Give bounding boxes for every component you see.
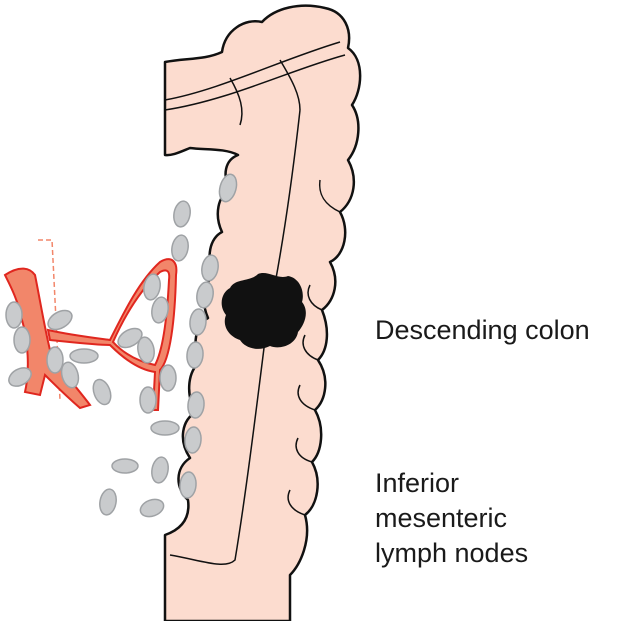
lymph-node: [47, 309, 73, 331]
lymph-node: [159, 364, 177, 392]
lymph-node: [171, 234, 189, 262]
inferior-mesenteric-artery: [3, 239, 178, 411]
lymph-node: [187, 391, 205, 419]
lymph-node: [143, 273, 161, 301]
lymph-node: [111, 458, 139, 474]
label-lymph-nodes-line-1: Inferior: [375, 468, 460, 498]
label-lymph-nodes-line-3: lymph nodes: [375, 538, 529, 568]
lymph-node: [60, 361, 80, 389]
lymph-node: [139, 498, 165, 518]
lymph-node: [92, 378, 112, 406]
lymph-node: [69, 348, 99, 364]
lymph-node: [151, 296, 169, 324]
lymph-node: [117, 327, 143, 349]
label-descending-colon: Descending colon: [375, 315, 590, 345]
lymph-node: [186, 341, 204, 369]
lymph-node: [151, 456, 169, 484]
lymph-node: [99, 488, 117, 516]
lymph-node: [201, 254, 219, 282]
lymph-node: [139, 386, 157, 414]
lymph-node: [173, 200, 191, 228]
tumor: [221, 273, 306, 349]
lymph-nodes: [5, 173, 238, 518]
lymph-node: [46, 346, 64, 374]
lymph-node: [196, 281, 214, 309]
lymph-node: [189, 308, 207, 336]
label-lymph-nodes-line-2: mesenteric: [375, 503, 508, 533]
lymph-node: [150, 420, 180, 436]
lymph-node: [13, 326, 31, 354]
lymph-node: [5, 301, 23, 329]
lymph-node: [8, 367, 32, 387]
lymph-node: [184, 426, 202, 454]
lymph-node: [137, 336, 155, 364]
lymph-node: [179, 471, 197, 499]
lymph-node: [218, 173, 238, 203]
